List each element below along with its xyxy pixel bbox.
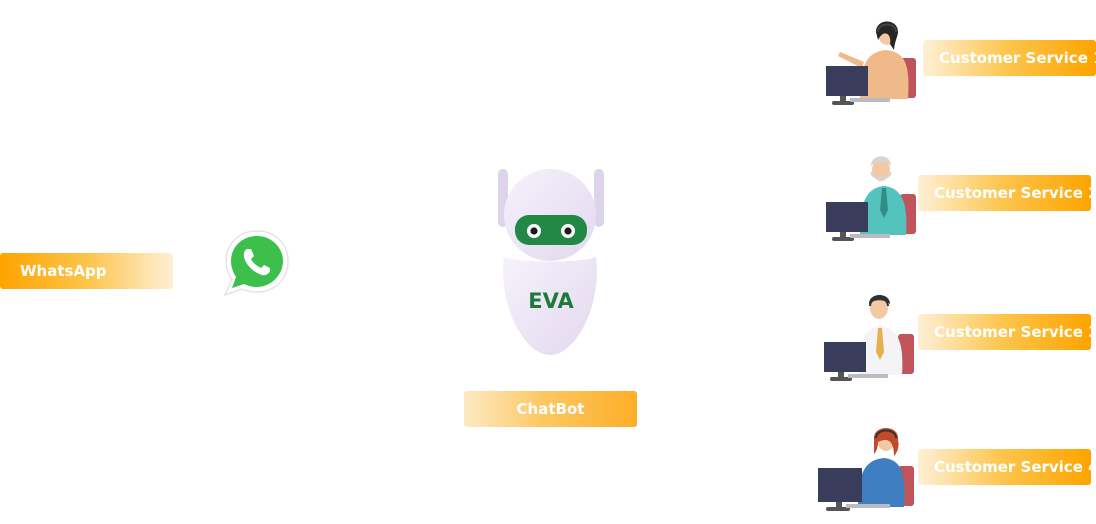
- chatbot-label-text: ChatBot: [516, 400, 585, 418]
- whatsapp-label: WhatsApp: [0, 253, 173, 289]
- eva-logo-text: EVA: [528, 289, 574, 313]
- agent-label-2: Customer Service 2: [918, 175, 1096, 211]
- agent-redhead-woman-icon: [818, 428, 914, 511]
- whatsapp-label-text: WhatsApp: [20, 262, 107, 280]
- agent-elder-man-icon: [826, 156, 916, 241]
- agent-label-1: Customer Service 1: [923, 40, 1096, 76]
- whatsapp-icon: [223, 230, 289, 297]
- agent-label-text: Customer Service 4: [934, 458, 1096, 476]
- robot-icon: EVA: [498, 169, 604, 355]
- agent-woman-icon: [826, 21, 916, 105]
- agent-man-icon: [824, 295, 914, 381]
- chatbot-label: ChatBot: [464, 391, 637, 427]
- agent-label-text: Customer Service 2: [934, 184, 1096, 202]
- agent-label-text: Customer Service 3: [934, 323, 1096, 341]
- agent-label-3: Customer Service 3: [918, 314, 1096, 350]
- agent-label-4: Customer Service 4: [918, 449, 1096, 485]
- agent-label-text: Customer Service 1: [939, 49, 1096, 67]
